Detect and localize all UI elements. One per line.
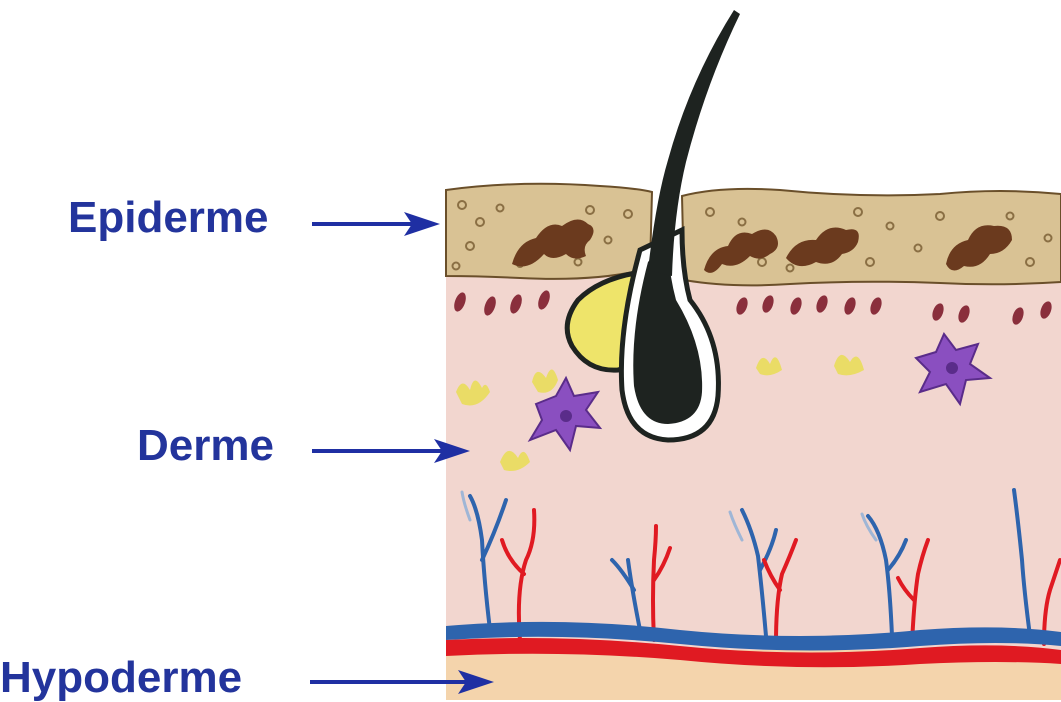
epidermis-label: Epiderme — [68, 196, 269, 240]
dermis-label: Derme — [137, 424, 274, 468]
dermis-layer — [446, 270, 1061, 650]
hypodermis-label: Hypoderme — [0, 656, 242, 700]
